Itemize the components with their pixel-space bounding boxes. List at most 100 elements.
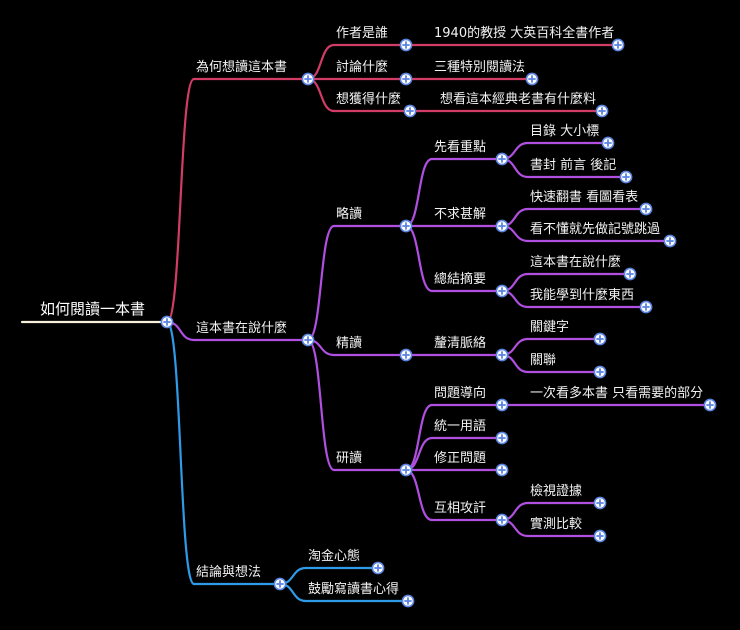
node-expand-button-b1-2-0[interactable] <box>495 398 509 412</box>
node-expand-button-root[interactable] <box>160 315 174 329</box>
node-expand-button-b1-1-0-0[interactable] <box>593 332 607 346</box>
plus-icon <box>604 139 612 147</box>
node-label-b1-0-1-1: 看不懂就先做記號跳過 <box>530 221 660 237</box>
node-expand-button-b0-2-0[interactable] <box>595 104 609 118</box>
node-label-b1-0-2: 總結摘要 <box>434 271 486 287</box>
node-label-b1-1-0-0: 關鍵字 <box>530 319 569 335</box>
plus-icon <box>402 222 410 230</box>
node-expand-button-b2-1[interactable] <box>401 594 415 608</box>
plus-icon <box>498 351 506 359</box>
node-label-b2-1: 鼓勵寫讀書心得 <box>308 581 399 597</box>
node-label-b0-1: 討論什麼 <box>336 59 388 75</box>
node-label-b1-1-0-1: 關聯 <box>530 353 556 368</box>
node-expand-button-b0-0-0[interactable] <box>611 38 625 52</box>
node-expand-button-b1-2-0-0[interactable] <box>703 398 717 412</box>
connector-b0-0 <box>306 43 336 81</box>
plus-icon <box>596 499 604 507</box>
node-expand-button-b1-0-1-1[interactable] <box>663 234 677 248</box>
node-label-b1-1-0: 釐清脈絡 <box>434 335 486 351</box>
node-expand-button-b1-0-0-1[interactable] <box>619 170 633 184</box>
plus-icon <box>304 75 312 83</box>
node-label-b1-2-1: 統一用語 <box>434 418 486 434</box>
node-label-b1-2-3: 互相攻訐 <box>434 501 486 516</box>
node-expand-button-b1[interactable] <box>301 333 315 347</box>
node-label-b1-1: 精讀 <box>336 336 362 351</box>
plus-icon <box>404 597 412 605</box>
plus-icon <box>598 107 606 115</box>
node-expand-button-b0-1-0[interactable] <box>525 72 539 86</box>
plus-icon <box>642 303 650 311</box>
node-label-b1-0-1: 不求甚解 <box>434 207 486 222</box>
node-expand-button-b0[interactable] <box>301 72 315 86</box>
node-label-b1-2: 研讀 <box>336 451 362 466</box>
plus-icon <box>276 580 284 588</box>
connector-b2 <box>165 320 196 586</box>
node-label-b0-2-0: 想看這本經典老書有什麼料 <box>440 91 596 107</box>
node-label-b0-1-0: 三種特別閱讀法 <box>434 59 525 75</box>
connector-b1-2 <box>306 338 336 472</box>
node-label-b2: 結論與想法 <box>196 564 261 580</box>
node-expand-button-b1-2-1[interactable] <box>495 431 509 445</box>
node-expand-button-b1-2-3[interactable] <box>495 513 509 527</box>
node-expand-button-b1-0-1-0[interactable] <box>639 202 653 216</box>
plus-icon <box>528 75 536 83</box>
plus-icon <box>622 173 630 181</box>
connector-b1-0 <box>306 224 336 342</box>
plus-icon <box>498 155 506 163</box>
node-expand-button-b1-0-0-0[interactable] <box>601 136 615 150</box>
plus-icon <box>402 41 410 49</box>
node-label-b1-0: 略讀 <box>336 206 362 222</box>
node-label-b0-0-0: 1940的教授 大英百科全書作者 <box>434 25 614 41</box>
node-expand-button-b1-2-3-0[interactable] <box>593 496 607 510</box>
node-label-b0-0: 作者是誰 <box>336 25 388 41</box>
node-expand-button-b0-2[interactable] <box>403 104 417 118</box>
node-label-b1-0-0-1: 書封 前言 後記 <box>530 157 616 173</box>
plus-icon <box>498 466 506 474</box>
node-label-b1: 這本書在說什麼 <box>196 320 287 336</box>
node-expand-button-b1-1-0[interactable] <box>495 348 509 362</box>
plus-icon <box>596 368 604 376</box>
node-expand-button-b1-2[interactable] <box>399 463 413 477</box>
plus-icon <box>666 237 674 245</box>
plus-icon <box>402 75 410 83</box>
plus-icon <box>706 401 714 409</box>
node-label-b0: 為何想讀這本書 <box>196 59 287 75</box>
node-expand-button-b1-0-2-1[interactable] <box>639 300 653 314</box>
plus-icon <box>498 287 506 295</box>
node-expand-button-b2-0[interactable] <box>371 561 385 575</box>
plus-icon <box>498 401 506 409</box>
node-expand-button-b1-2-3-1[interactable] <box>593 529 607 543</box>
plus-icon <box>596 335 604 343</box>
node-label-b1-2-0-0: 一次看多本書 只看需要的部分 <box>530 385 703 401</box>
node-expand-button-b0-1[interactable] <box>399 72 413 86</box>
node-label-b2-0: 淘金心態 <box>308 548 360 564</box>
plus-icon <box>614 41 622 49</box>
node-expand-button-b1-0-0[interactable] <box>495 152 509 166</box>
plus-icon <box>596 532 604 540</box>
node-label-b1-0-1-0: 快速翻書 看圖看表 <box>530 189 638 205</box>
connector-b1-0-0 <box>404 157 434 228</box>
node-expand-button-b1-0-2[interactable] <box>495 284 509 298</box>
node-expand-button-b0-0[interactable] <box>399 38 413 52</box>
node-expand-button-b2[interactable] <box>273 577 287 591</box>
plus-icon <box>374 564 382 572</box>
node-expand-button-b1-0-1[interactable] <box>495 219 509 233</box>
node-expand-button-b1-0-2-0[interactable] <box>623 267 637 281</box>
node-label-b1-0-0: 先看重點 <box>434 139 486 155</box>
connector-b1-0-2 <box>404 224 434 293</box>
node-label-b1-2-2: 修正問題 <box>434 451 486 466</box>
node-expand-button-b1-1[interactable] <box>399 348 413 362</box>
node-expand-button-b1-0[interactable] <box>399 219 413 233</box>
node-label-b1-0-2-0: 這本書在說什麼 <box>530 254 621 270</box>
node-expand-button-b1-1-0-1[interactable] <box>593 365 607 379</box>
node-expand-button-b1-2-2[interactable] <box>495 463 509 477</box>
plus-icon <box>642 205 650 213</box>
connector-b0 <box>165 77 196 324</box>
plus-icon <box>402 466 410 474</box>
connector-b1-2-3 <box>404 468 434 522</box>
node-label-b0-2: 想獲得什麼 <box>336 91 401 107</box>
button-layer <box>160 38 717 608</box>
plus-icon <box>163 318 171 326</box>
